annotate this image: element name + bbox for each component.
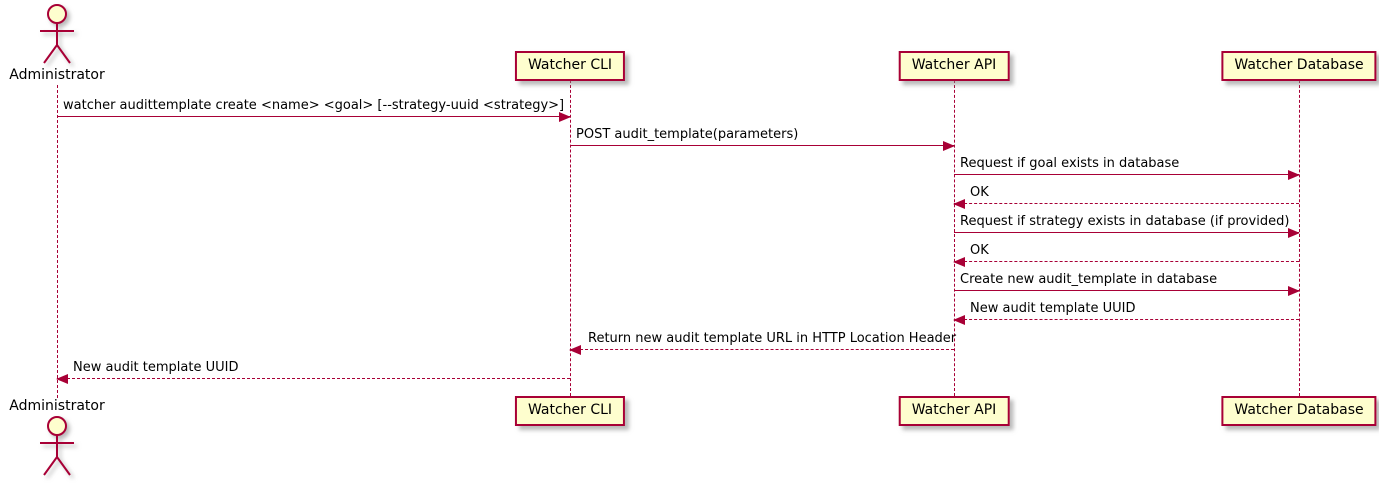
arrow-left-icon (953, 315, 965, 325)
arrow-right-icon (1288, 286, 1300, 296)
actor-icon (40, 4, 74, 64)
message-ok-goal: OK (953, 184, 1299, 209)
message-line (954, 174, 1299, 175)
actor-icon (40, 416, 74, 476)
message-label: Create new audit_template in database (960, 272, 1218, 287)
arrow-right-icon (1288, 228, 1300, 238)
message-line (954, 319, 1299, 320)
message-line (954, 290, 1299, 291)
message-ok-strategy: OK (953, 242, 1299, 267)
message-label: watcher audittemplate create <name> <goa… (63, 98, 565, 113)
participant-watcher-cli-top: Watcher CLI (514, 51, 626, 81)
participant-watcher-database-bottom: Watcher Database (1221, 396, 1377, 426)
arrow-left-icon (569, 345, 581, 355)
lifeline-watcher-cli (570, 80, 571, 396)
message-post-audit-template: POST audit_template(parameters) (570, 126, 955, 151)
lifeline-watcher-api (954, 80, 955, 396)
participant-watcher-api-bottom: Watcher API (898, 396, 1010, 426)
arrow-right-icon (943, 141, 955, 151)
message-label: POST audit_template(parameters) (576, 127, 799, 142)
message-label: OK (970, 243, 989, 258)
message-label: Return new audit template URL in HTTP Lo… (588, 331, 957, 346)
participant-watcher-database-top: Watcher Database (1221, 51, 1377, 81)
participant-watcher-cli-bottom: Watcher CLI (514, 396, 626, 426)
participant-watcher-api-top: Watcher API (898, 51, 1010, 81)
message-line (570, 349, 954, 350)
arrow-right-icon (559, 112, 571, 122)
message-label: New audit template UUID (970, 301, 1136, 316)
message-line (954, 203, 1299, 204)
message-line (954, 232, 1299, 233)
message-label: Request if strategy exists in database (… (960, 214, 1290, 229)
message-label: OK (970, 185, 989, 200)
arrow-left-icon (56, 374, 68, 384)
message-request-strategy-exists: Request if strategy exists in database (… (954, 213, 1300, 238)
message-line (954, 261, 1299, 262)
message-label: New audit template UUID (73, 360, 239, 375)
actor-label-administrator-bottom: Administrator (9, 398, 105, 414)
message-line (57, 116, 570, 117)
arrow-right-icon (1288, 170, 1300, 180)
message-request-goal-exists: Request if goal exists in database (954, 155, 1300, 180)
message-create-audittemplate: watcher audittemplate create <name> <goa… (57, 97, 571, 122)
lifeline-watcher-database (1299, 80, 1300, 396)
arrow-left-icon (953, 199, 965, 209)
message-return-url-location-header: Return new audit template URL in HTTP Lo… (569, 330, 957, 355)
message-create-in-database: Create new audit_template in database (954, 271, 1300, 296)
message-label: Request if goal exists in database (960, 156, 1180, 171)
lifeline-administrator (57, 85, 58, 398)
message-line (57, 378, 570, 379)
arrow-left-icon (953, 257, 965, 267)
message-new-uuid-from-db: New audit template UUID (953, 300, 1299, 325)
message-line (570, 145, 954, 146)
actor-label-administrator-top: Administrator (9, 67, 105, 83)
message-new-uuid-to-admin: New audit template UUID (56, 359, 570, 384)
